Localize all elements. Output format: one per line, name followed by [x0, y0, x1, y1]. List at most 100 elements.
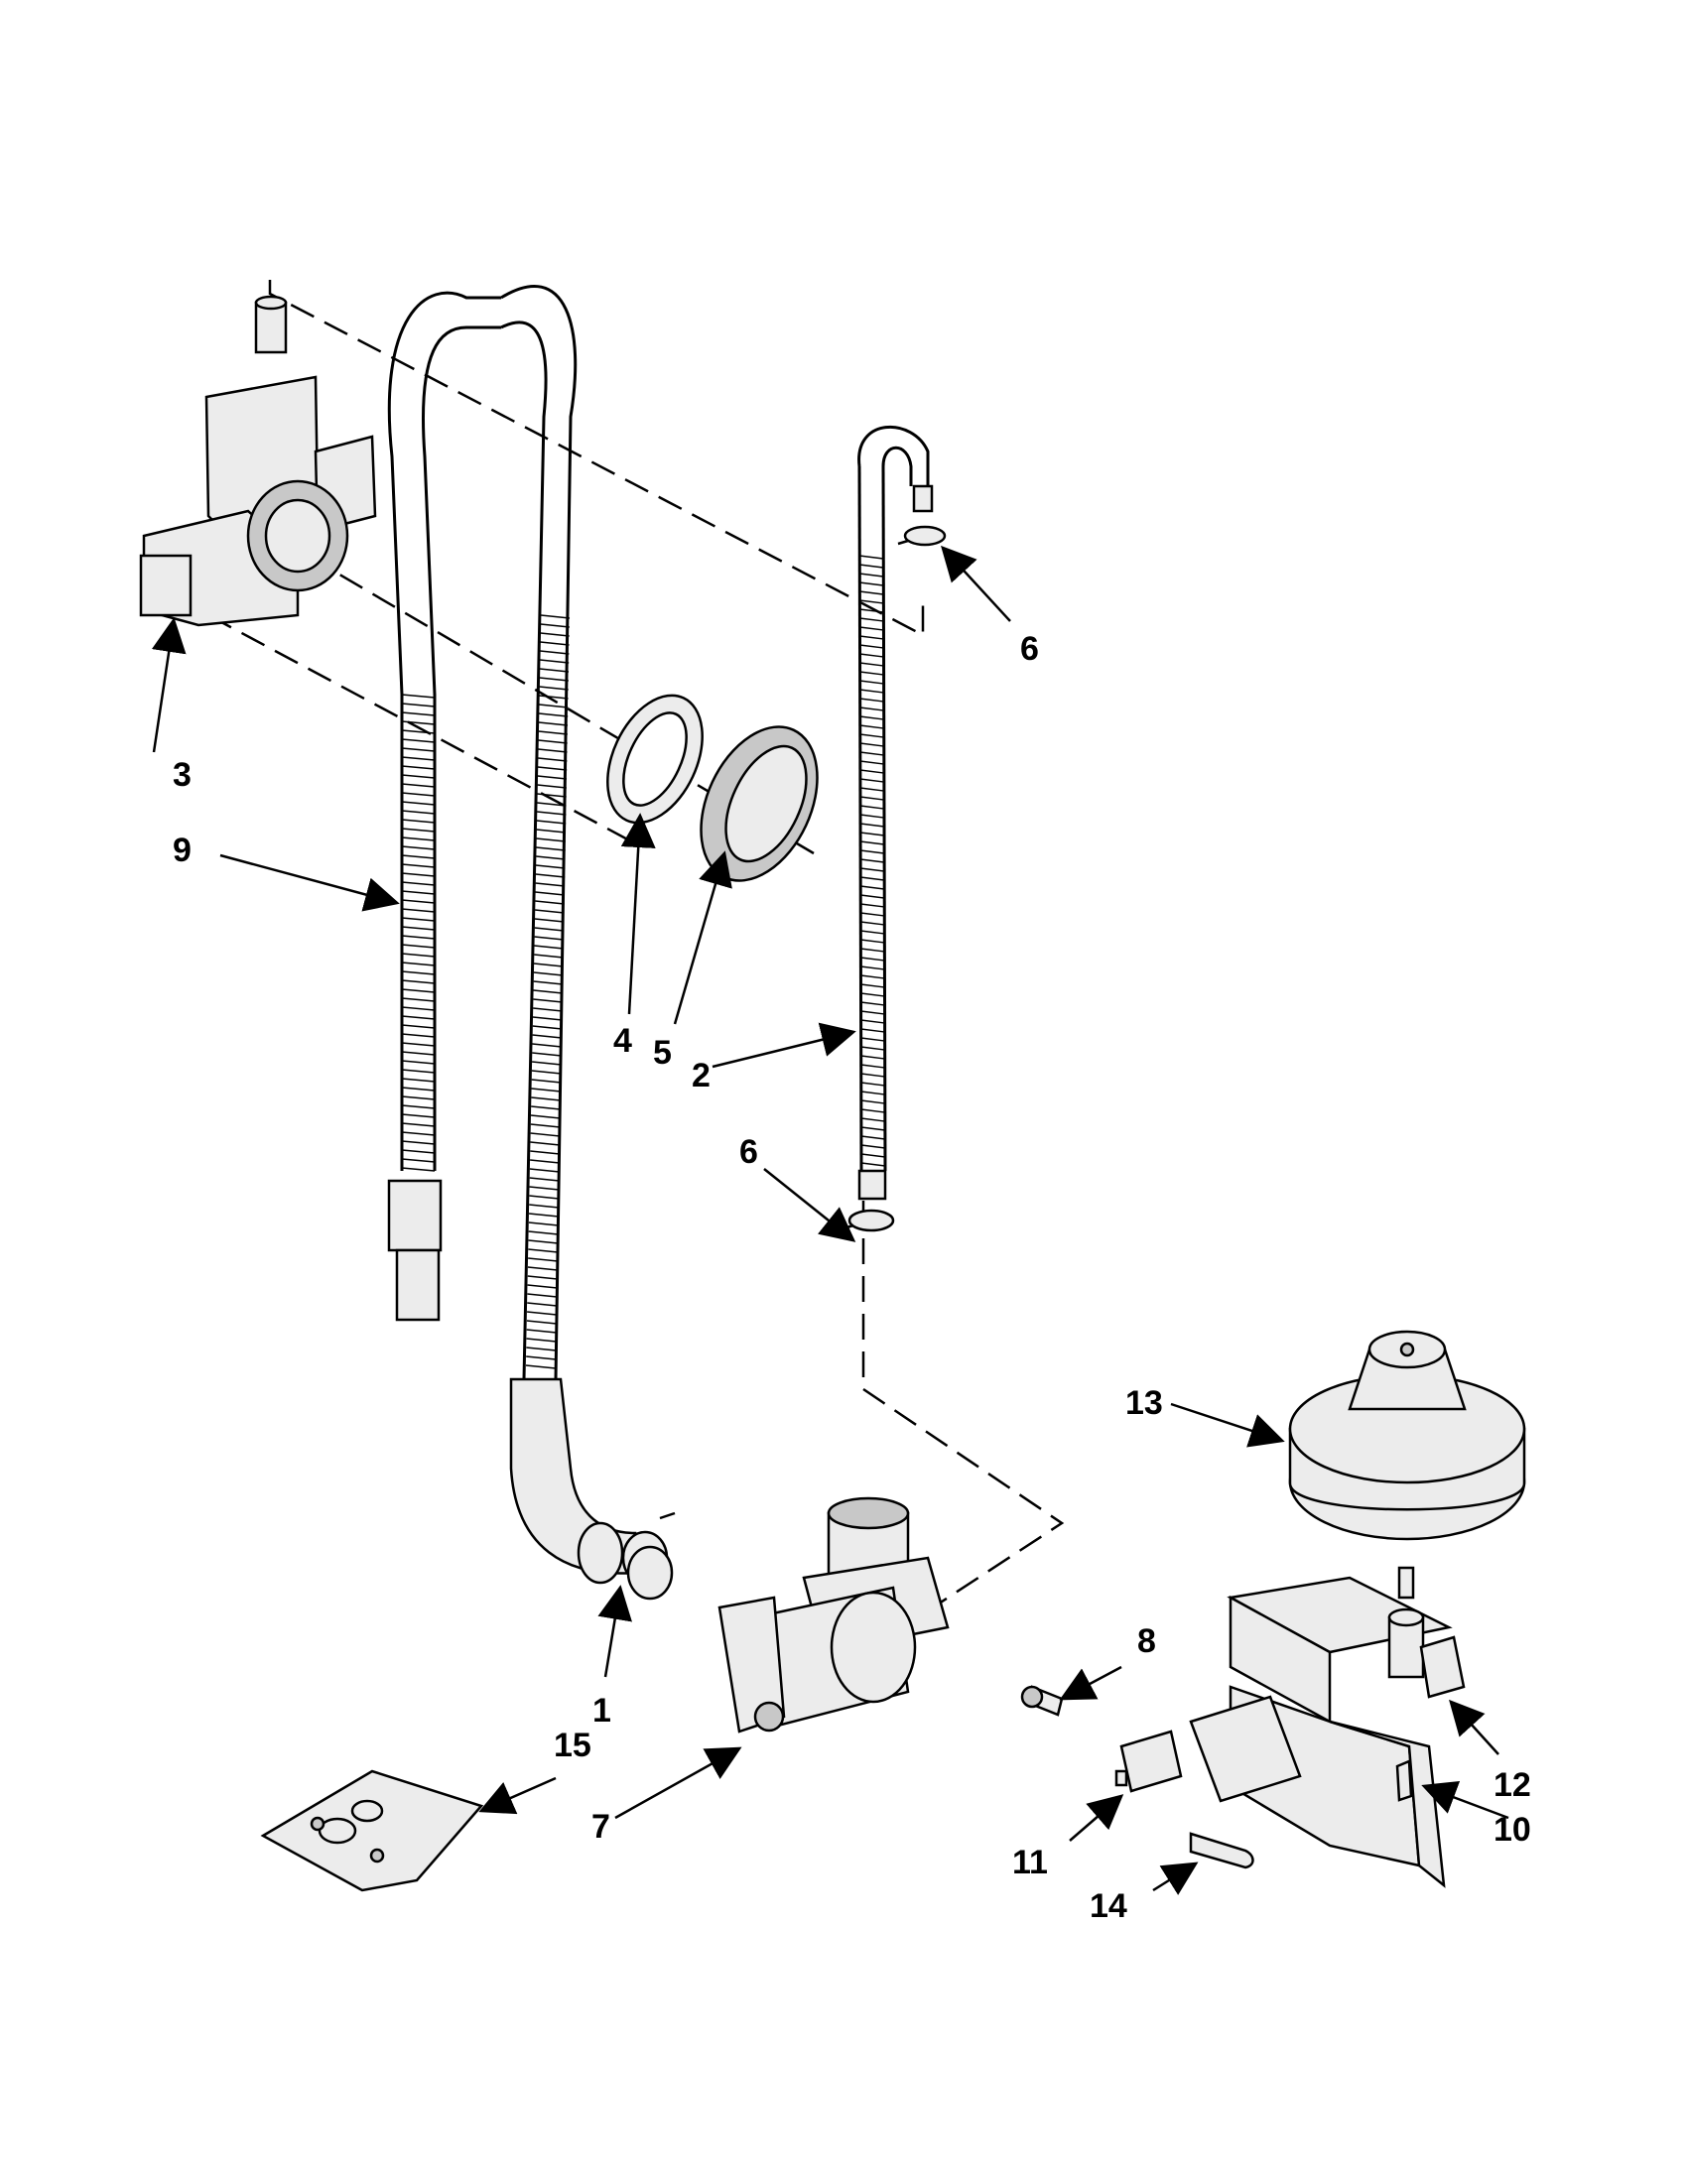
hose-rib — [528, 1230, 559, 1235]
hose-rib — [531, 1096, 562, 1101]
hose-rib — [860, 1010, 885, 1015]
hose-rib — [401, 711, 436, 716]
callout-1: 1 — [592, 1692, 611, 1730]
hose-rib — [531, 1088, 562, 1092]
hose-rib — [533, 971, 564, 976]
hose-rib — [527, 1284, 558, 1289]
hose-rib — [859, 662, 884, 667]
hose-rib — [529, 1177, 560, 1182]
hose-rib — [859, 698, 884, 703]
hose-rib — [401, 774, 436, 779]
hose-rib — [859, 644, 884, 649]
hose-rib — [859, 608, 884, 613]
hose-rib — [401, 765, 436, 770]
hose-rib — [538, 748, 568, 753]
hose-rib — [859, 796, 884, 801]
hose-rib — [401, 953, 436, 958]
hose-rib — [540, 614, 571, 619]
hose-rib — [532, 1052, 562, 1057]
hose-rib — [859, 653, 884, 658]
hose-rib — [859, 733, 884, 738]
hose-rib — [860, 974, 885, 979]
drain-hose-clamp — [621, 1511, 676, 1601]
hose-rib — [860, 948, 885, 953]
hose-rib — [401, 1078, 436, 1083]
hose-rib — [535, 900, 565, 905]
vent-bracket-part — [139, 295, 377, 627]
hose-rib — [533, 980, 564, 985]
hose-rib — [401, 1042, 436, 1047]
hose-rib — [860, 965, 885, 970]
hose-rib — [539, 677, 569, 682]
hose-rib — [536, 837, 566, 842]
hose-rib — [527, 1311, 558, 1316]
hose-rib — [401, 1113, 436, 1118]
hose-rib — [859, 814, 884, 819]
callout-9: 9 — [173, 832, 192, 869]
hose-rib — [401, 801, 436, 806]
hose-rib — [527, 1266, 558, 1271]
hose-rib — [401, 1087, 436, 1092]
callout-13: 13 — [1125, 1384, 1163, 1422]
hose-rib — [401, 1069, 436, 1074]
hose-rib — [537, 793, 567, 798]
hose-rib — [526, 1329, 557, 1334]
hose-rib — [538, 730, 568, 735]
hose-rib — [538, 739, 568, 744]
hose-rib — [401, 1104, 436, 1109]
callout-15: 15 — [554, 1727, 591, 1764]
hose-rib — [401, 1060, 436, 1065]
hose-rib — [859, 858, 885, 863]
hose-rib — [860, 939, 885, 944]
hose-rib — [535, 909, 565, 914]
hose-rib — [535, 864, 566, 869]
hose-rib — [860, 1082, 885, 1087]
hose-rib — [401, 1149, 436, 1154]
hose-rib — [535, 891, 565, 896]
hose-rib — [527, 1293, 558, 1298]
hose-rib — [539, 686, 569, 691]
callout-8: 8 — [1137, 1622, 1156, 1660]
hose-rib — [539, 668, 570, 673]
hose-rib — [536, 855, 566, 860]
hose-rib — [528, 1221, 559, 1226]
hose-rib — [527, 1302, 558, 1307]
hose-rib — [860, 1037, 885, 1042]
hose-rib — [859, 671, 884, 676]
hose-rib — [860, 1144, 886, 1149]
callout-11: 11 — [1012, 1844, 1048, 1881]
hose-rib — [533, 998, 563, 1003]
hose-rib — [859, 724, 884, 729]
hose-rib — [532, 1061, 562, 1066]
hose-rib — [536, 846, 566, 851]
hose-rib — [401, 935, 436, 940]
hose-rib — [860, 1019, 885, 1024]
hose-rib — [529, 1204, 560, 1209]
hose-rib — [401, 694, 436, 699]
float-switch-bracket-part — [1227, 1576, 1466, 1725]
hose-rib — [859, 778, 884, 783]
hose-rib — [401, 703, 436, 707]
hose-rib — [860, 983, 885, 988]
hose-rib — [540, 659, 570, 664]
hose-rib — [526, 1347, 557, 1351]
switch-housing-part — [1189, 1685, 1446, 1888]
hose-rib — [401, 1033, 436, 1038]
hose-rib — [537, 811, 567, 816]
hose-rib — [401, 810, 436, 815]
hose-rib — [539, 695, 569, 700]
hose-rib — [859, 590, 884, 595]
hose-rib — [401, 908, 436, 913]
lever-part — [1189, 1832, 1254, 1869]
hose-rib — [859, 832, 884, 836]
hose-rib — [532, 1043, 563, 1048]
hose-rib — [401, 1006, 436, 1011]
hose-rib — [401, 1095, 436, 1100]
hose-rib — [860, 1126, 885, 1131]
hose-rib — [859, 876, 885, 881]
hose-rib — [401, 792, 436, 797]
hose-rib — [528, 1248, 559, 1253]
hose-rib — [401, 899, 436, 904]
hose-rib — [532, 1025, 563, 1030]
